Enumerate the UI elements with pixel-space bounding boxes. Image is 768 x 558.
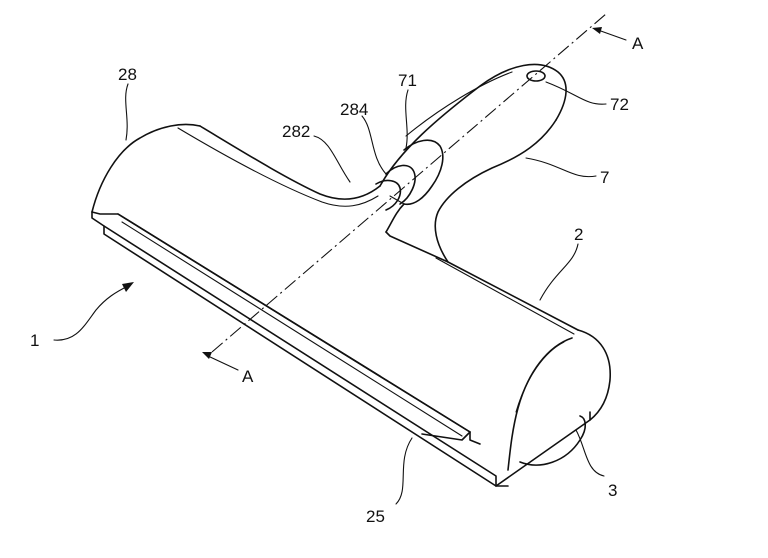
collar-282 [375,179,402,211]
section-arrow-top-head [592,27,602,34]
label-section-bottom: A [242,367,254,386]
leader-1-arrowhead [122,282,134,292]
leader-282 [313,135,351,183]
label-28: 28 [118,65,137,84]
label-1: 1 [30,331,39,350]
reference-labels: 28 282 284 71 72 7 2 3 25 1 A A [30,34,644,526]
handle [375,63,567,263]
label-2: 2 [574,225,583,244]
label-284: 284 [340,100,368,119]
section-axis [211,13,607,353]
body-right-top-highlight [435,257,575,335]
label-3: 3 [608,481,617,500]
label-25: 25 [366,507,385,526]
leader-lines [53,81,607,505]
right-end-cap-inner [507,337,573,471]
body-right-top-edge [385,231,579,331]
leader-71 [405,89,409,149]
strip-end [421,431,471,441]
leader-1 [53,285,129,341]
collar-71 [403,139,444,206]
body-top-edge [199,125,381,200]
label-72: 72 [610,95,629,114]
label-71: 71 [398,71,417,90]
leader-72 [545,81,607,105]
leader-28 [125,83,129,141]
leader-3 [575,429,605,477]
hole-72 [526,70,546,82]
leader-7 [525,157,597,178]
section-arrow-top-shaft [597,29,627,41]
handle-outline-bottom [434,119,557,263]
section-arrow-bottom-head [202,352,212,359]
leader-25 [395,437,413,505]
adhesive-strip [117,213,471,433]
section-arrow-bottom-shaft [207,355,239,371]
base-bottom-edge [103,225,509,487]
label-282: 282 [282,122,310,141]
handle-neck-left [385,203,405,233]
section-line [202,13,627,371]
label-section-top: A [632,34,644,53]
handle-inner-line [405,71,513,137]
collar-284 [385,164,416,205]
roller-3 [519,415,587,466]
body-top-highlight [177,127,379,207]
right-end-cap-outer [577,329,611,421]
handle-outline-top [379,63,567,187]
label-7: 7 [600,168,609,187]
leader-2 [539,243,579,301]
leader-284 [361,115,387,175]
roller-body [91,123,611,487]
base-front-top [91,211,481,445]
adhesive-strip-inner [121,221,463,437]
base-front-bottom [91,211,497,487]
right-end-cap-inner-rim [515,341,565,413]
left-end-cap [91,123,201,213]
collar-line-1 [389,195,405,205]
